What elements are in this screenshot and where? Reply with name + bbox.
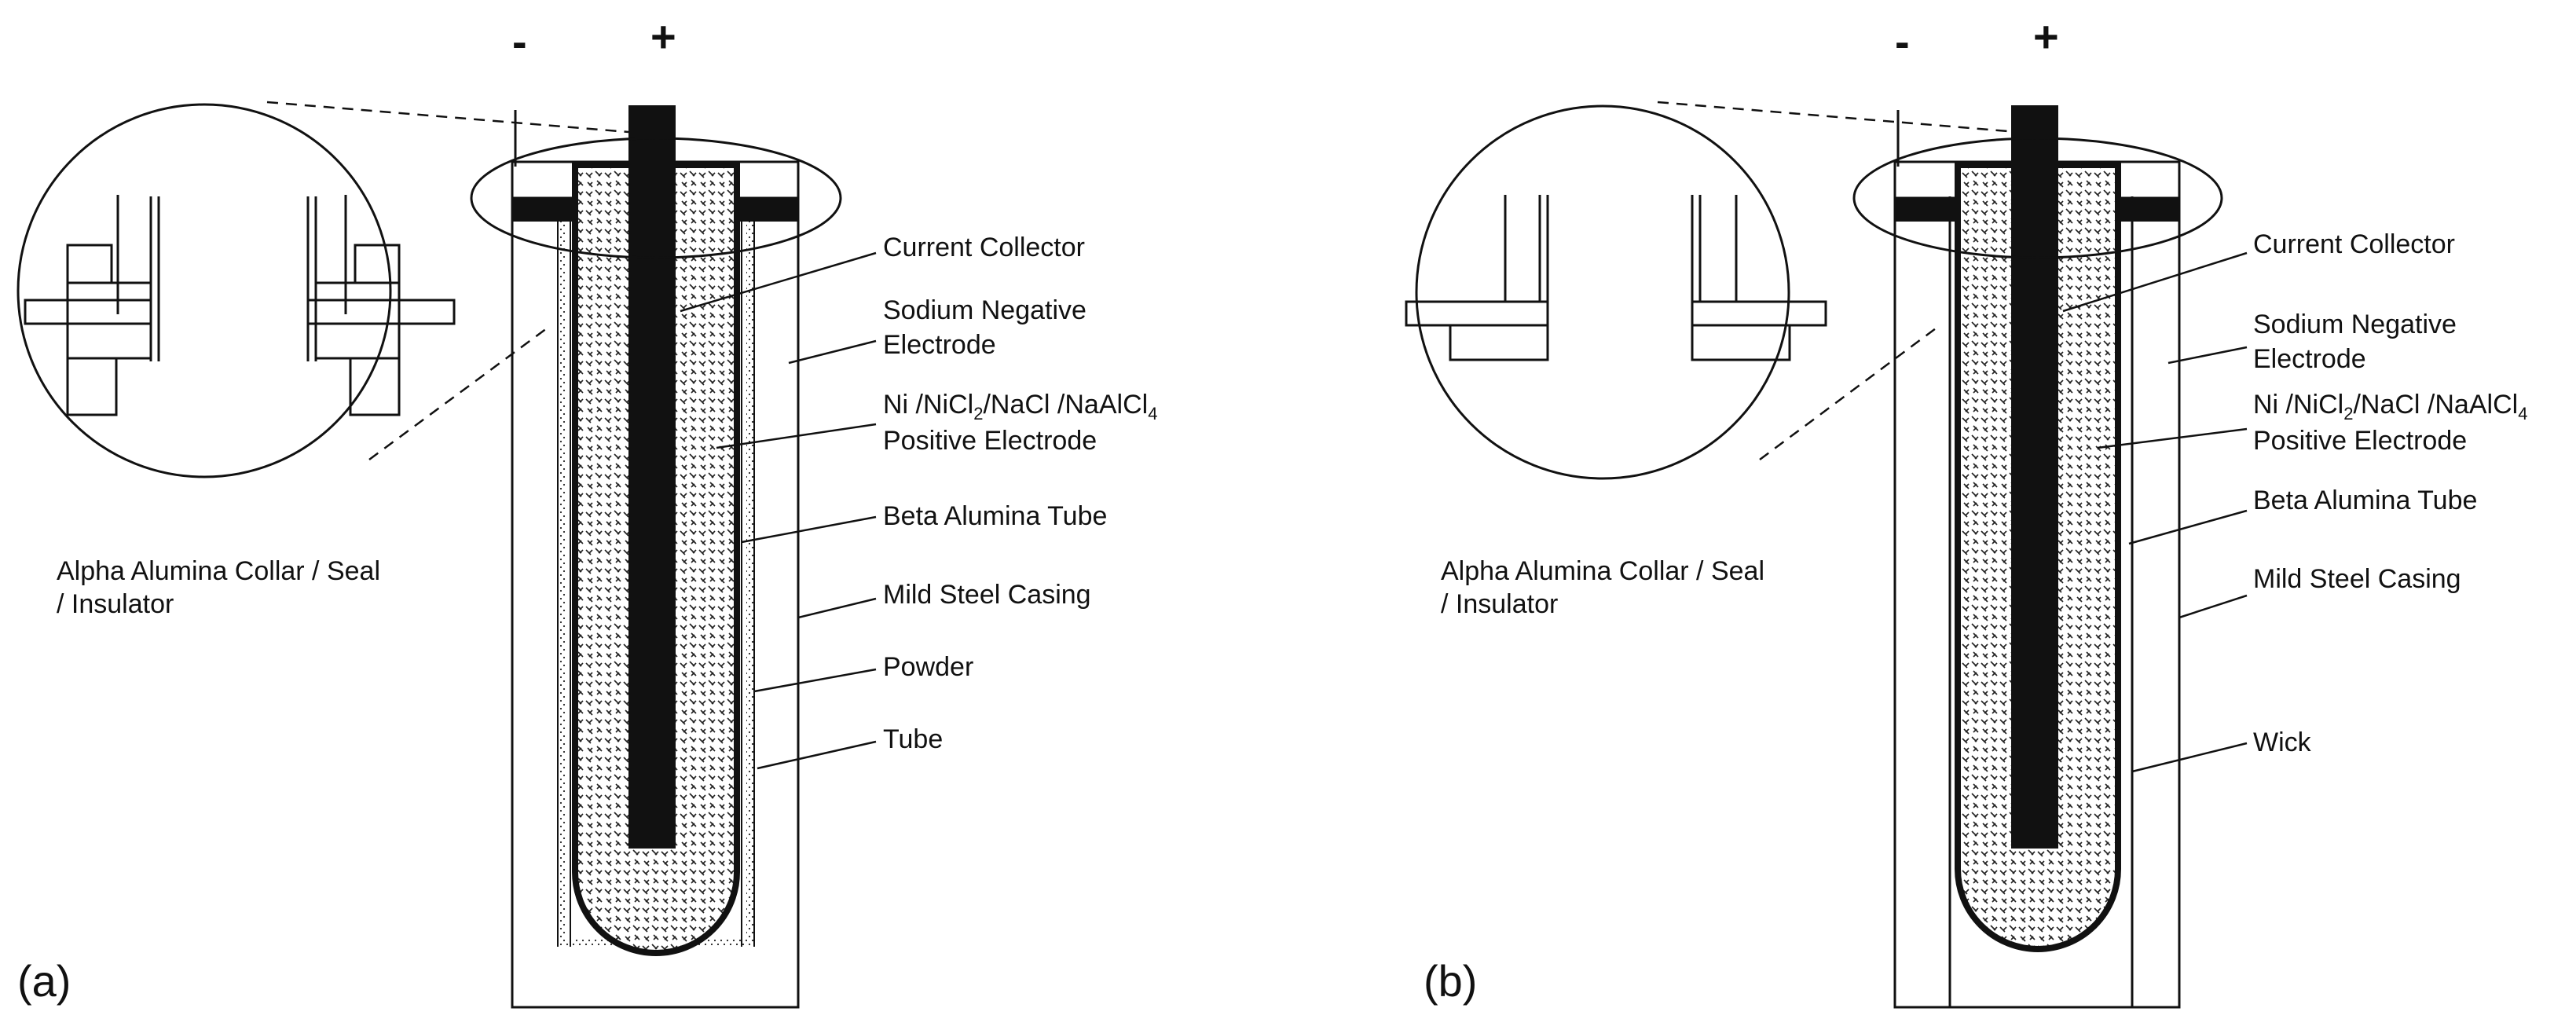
panel-b-label-positive-1: Ni /NiCl2/NaCl /NaAlCl4 bbox=[2253, 390, 2527, 423]
panel-a-pos-terminal: + bbox=[650, 12, 676, 61]
panel-a-label-positive-2: Positive Electrode bbox=[883, 426, 1097, 456]
panel-a-id: (a) bbox=[17, 956, 71, 1006]
panel-b-collar-left bbox=[1893, 160, 1959, 200]
panel-b-leader-positive bbox=[2097, 427, 2248, 449]
panel-a-label-tube: Tube bbox=[883, 724, 943, 754]
panel-b-magnify-line-top bbox=[1657, 101, 2018, 134]
panel-a-label-current-collector: Current Collector bbox=[883, 233, 1085, 262]
panel-a-collar-left bbox=[511, 160, 577, 200]
panel-a-label-beta-tube: Beta Alumina Tube bbox=[883, 501, 1107, 531]
panel-b-magnify-line-bottom bbox=[1759, 324, 1940, 461]
panel-b-current-collector bbox=[2011, 105, 2058, 849]
panel-b-collar-right bbox=[2116, 160, 2181, 200]
panel-a-collar-right bbox=[735, 160, 800, 200]
panel-b-inset-right-body bbox=[1691, 324, 1791, 361]
panel-a-label-sodium-2: Electrode bbox=[883, 330, 996, 360]
panel-b-cell: - + bbox=[1852, 12, 2223, 1009]
panel-a-inset-caption-2: / Insulator bbox=[57, 589, 174, 619]
panel-b-label-positive-2: Positive Electrode bbox=[2253, 426, 2467, 456]
panel-a-leader-sodium bbox=[788, 339, 877, 365]
panel-a-label-sodium-1: Sodium Negative bbox=[883, 295, 1086, 325]
panel-a-inset-left-upper-block bbox=[66, 244, 113, 284]
panel-a-label-powder: Powder bbox=[883, 652, 973, 682]
panel-a-leader-steel bbox=[797, 597, 877, 619]
panel-b-neg-terminal: - bbox=[1895, 16, 1910, 66]
panel-a-inset-right-collar bbox=[306, 299, 456, 325]
panel-b-id: (b) bbox=[1424, 956, 1477, 1006]
panel-a-magnify-line-top bbox=[266, 101, 629, 134]
panel-b-label-sodium-2: Electrode bbox=[2253, 344, 2366, 374]
panel-a-inset-right-lower-block bbox=[349, 357, 401, 416]
panel-b-leader-sodium bbox=[2167, 346, 2248, 365]
panel-a-magnify-line-bottom bbox=[368, 324, 551, 461]
panel-a-inset-left-body bbox=[66, 281, 152, 360]
panel-b-inset-circle bbox=[1415, 104, 1790, 480]
panel-a-inset-caption-1: Alpha Alumina Collar / Seal bbox=[57, 556, 380, 586]
panel-a-inset-circle bbox=[16, 103, 392, 478]
panel-b-seal-left bbox=[1895, 198, 1958, 222]
panel-a-leader-powder bbox=[753, 668, 877, 693]
panel-b-pos-terminal: + bbox=[2033, 12, 2059, 61]
panel-a-leaders bbox=[680, 251, 877, 770]
panel-b-inset-caption-1: Alpha Alumina Collar / Seal bbox=[1441, 556, 1764, 586]
panel-b-leader-wick bbox=[2131, 742, 2248, 773]
panel-a-leader-current-collector bbox=[680, 251, 877, 313]
panel-a-seal-left bbox=[512, 198, 575, 222]
panel-a-seal-right bbox=[737, 198, 798, 222]
panel-a-label-positive-1: Ni /NiCl2/NaCl /NaAlCl4 bbox=[883, 390, 1157, 423]
panel-a-inset-left-collar bbox=[24, 299, 152, 325]
panel-a-current-collector bbox=[628, 105, 676, 849]
panel-a-inset-right-upper-block bbox=[354, 244, 401, 284]
panel-a-leader-beta-tube bbox=[741, 515, 877, 544]
panel-a-inset-right-body bbox=[314, 281, 401, 360]
panel-a-highlight-ellipse bbox=[470, 137, 842, 259]
panel-b-highlight-ellipse bbox=[1852, 137, 2223, 259]
panel-a: (a) Alpha Alumina Collar / Seal / Insula… bbox=[16, 12, 1157, 1009]
panel-b-inset-right-collar bbox=[1691, 300, 1827, 327]
panel-b-label-beta-tube: Beta Alumina Tube bbox=[2253, 486, 2477, 515]
panel-a-label-steel-casing: Mild Steel Casing bbox=[883, 580, 1091, 610]
panel-b-inset-caption-2: / Insulator bbox=[1441, 589, 1558, 619]
panel-b-label-sodium-1: Sodium Negative bbox=[2253, 310, 2457, 339]
panel-b-inset-left-collar bbox=[1405, 300, 1549, 327]
panel-b-label-current-collector: Current Collector bbox=[2253, 229, 2455, 259]
panel-a-inset-left-lower-block bbox=[66, 357, 118, 416]
panel-b-inset-left-body bbox=[1449, 324, 1549, 361]
panel-a-cell: - + bbox=[470, 12, 842, 1009]
panel-b-seal-right bbox=[2118, 198, 2179, 222]
panel-b-seal-inset: Alpha Alumina Collar / Seal / Insulator bbox=[1405, 104, 1827, 619]
panel-b-label-wick: Wick bbox=[2253, 728, 2312, 757]
panel-a-leader-tube bbox=[757, 740, 877, 770]
panel-b-label-steel-casing: Mild Steel Casing bbox=[2253, 564, 2461, 594]
panel-a-leader-positive bbox=[716, 423, 877, 449]
panel-b-leader-current-collector bbox=[2062, 251, 2248, 313]
panel-b-leader-steel bbox=[2178, 594, 2248, 619]
panel-b: (b) Alpha Alumina Collar / Seal / Insula… bbox=[1405, 12, 2527, 1009]
panel-a-neg-terminal: - bbox=[512, 16, 527, 66]
panel-b-leaders bbox=[2062, 251, 2248, 773]
panel-a-seal-inset: Alpha Alumina Collar / Seal / Insulator bbox=[16, 103, 456, 619]
panel-b-leader-beta-tube bbox=[2128, 509, 2248, 545]
